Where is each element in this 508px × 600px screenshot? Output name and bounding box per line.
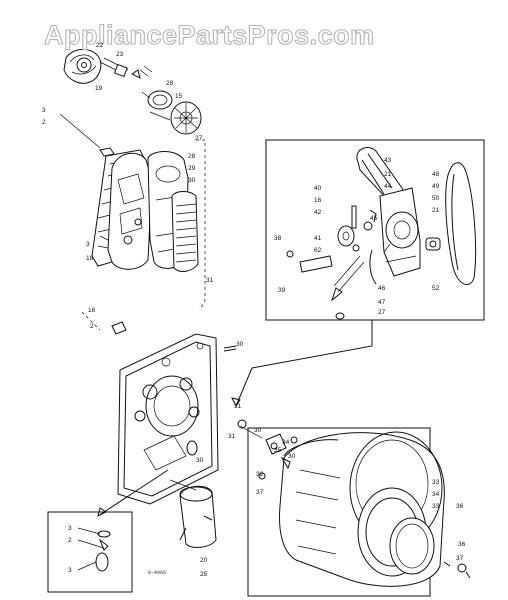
callout-21: 21 <box>432 207 440 214</box>
callout-25: 25 <box>200 571 208 578</box>
motor-inset-box <box>265 139 485 321</box>
heater-housing <box>169 479 217 548</box>
callout-15: 15 <box>175 93 183 100</box>
image-code: 9-4966 <box>148 570 166 576</box>
callout-19: 19 <box>95 85 103 92</box>
callout-3: 3 <box>68 525 72 532</box>
callout-2: 2 <box>68 537 72 544</box>
callout-62: 62 <box>314 247 322 254</box>
callout-34: 34 <box>282 439 290 446</box>
callout-32: 32 <box>256 471 264 478</box>
callout-28: 28 <box>188 153 196 160</box>
callout-21: 21 <box>384 171 392 178</box>
callout-50: 50 <box>432 195 440 202</box>
callout-20: 20 <box>200 557 208 564</box>
callout-41: 41 <box>314 235 322 242</box>
callout-36: 36 <box>456 503 464 510</box>
callout-27: 27 <box>378 309 386 316</box>
callout-33: 33 <box>432 479 440 486</box>
callout-22: 22 <box>96 42 104 49</box>
callout-3: 3 <box>68 567 72 574</box>
callout-42: 42 <box>314 209 322 216</box>
drive-pulley-assembly <box>63 49 202 135</box>
callout-39: 39 <box>278 287 286 294</box>
callout-47: 47 <box>378 299 386 306</box>
callout-31: 31 <box>206 277 214 284</box>
callout-3: 3 <box>86 241 90 248</box>
callout-28: 28 <box>166 80 174 87</box>
watermark-text: AppliancePartsPros.com <box>44 20 375 50</box>
callout-45: 45 <box>370 215 378 222</box>
callout-52: 52 <box>432 285 440 292</box>
callout-23: 23 <box>116 51 124 58</box>
callout-30: 30 <box>236 341 244 348</box>
callout-3: 3 <box>42 107 46 114</box>
callout-37: 37 <box>456 555 464 562</box>
callout-48: 48 <box>432 171 440 178</box>
callout-38: 38 <box>274 235 282 242</box>
inset-idler-box <box>47 511 133 593</box>
callout-35: 35 <box>274 447 282 454</box>
callout-29: 29 <box>188 165 196 172</box>
callout-16: 16 <box>314 197 322 204</box>
rear-bulkhead <box>111 321 237 505</box>
callout-18: 18 <box>86 255 94 262</box>
drum-inset-box <box>237 419 471 597</box>
callout-36: 36 <box>458 541 466 548</box>
callout-30: 30 <box>288 453 296 460</box>
callout-16: 16 <box>88 307 96 314</box>
callout-2: 2 <box>90 323 94 330</box>
callout-44: 44 <box>384 183 392 190</box>
callout-40: 40 <box>314 185 322 192</box>
callout-30: 30 <box>254 427 262 434</box>
callout-46: 46 <box>378 285 386 292</box>
callout-2: 2 <box>42 119 46 126</box>
callout-27: 27 <box>195 135 203 142</box>
callout-34: 34 <box>432 491 440 498</box>
callout-31: 31 <box>228 433 236 440</box>
exhaust-duct-assembly <box>59 113 199 272</box>
callout-33: 33 <box>432 503 440 510</box>
callout-labels: 22 23 19 28 15 27 3 2 28 29 30 31 3 18 1… <box>42 42 466 578</box>
callout-43: 43 <box>384 157 392 164</box>
callout-30: 30 <box>196 457 204 464</box>
callout-37: 37 <box>256 489 264 496</box>
callout-31: 31 <box>234 403 242 410</box>
callout-49: 49 <box>432 183 440 190</box>
callout-30: 30 <box>188 177 196 184</box>
